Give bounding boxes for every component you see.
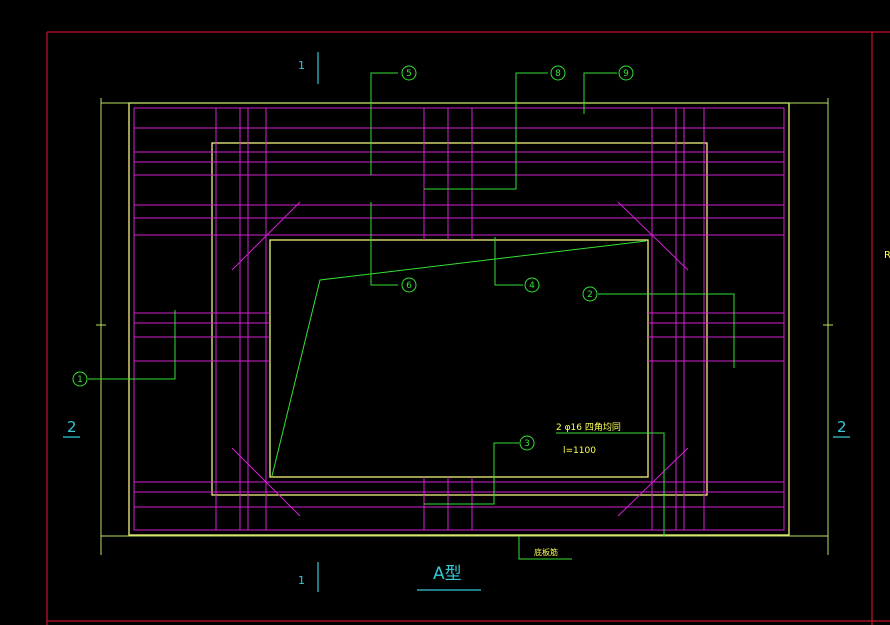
leader-lines [88, 72, 735, 560]
section-mark-left: 2 [67, 418, 77, 436]
callout-3: 3 [524, 439, 530, 449]
rebar-notes: 2 φ16 四角均同 l=1100 底板筋 R [534, 250, 890, 557]
drawing-title: A型 [433, 564, 462, 584]
rebar-grid [133, 107, 785, 531]
edge-label: R [884, 250, 890, 261]
callout-circles [72, 65, 634, 451]
callout-1: 1 [77, 375, 83, 385]
callout-8: 8 [555, 69, 561, 79]
rebar-note: 2 φ16 四角均同 [556, 421, 621, 433]
section-mark-right: 2 [837, 418, 847, 436]
callout-6: 6 [406, 281, 412, 291]
drawing-frame [46, 31, 890, 625]
dimension-lines [96, 98, 833, 555]
section-marks [63, 52, 850, 592]
callout-5: 5 [406, 69, 412, 79]
slab-outline [128, 102, 790, 536]
bottom-note: 底板筋 [534, 547, 558, 557]
rebar-length: l=1100 [563, 446, 596, 456]
callout-2: 2 [587, 290, 593, 300]
callout-9: 9 [623, 69, 629, 79]
section-labels: 1 1 2 2 A型 [67, 59, 847, 587]
section-mark-bottom: 1 [298, 574, 305, 587]
callout-labels: 5 8 9 6 4 2 1 3 [77, 69, 629, 449]
callout-4: 4 [529, 281, 535, 291]
section-mark-top: 1 [298, 59, 305, 72]
